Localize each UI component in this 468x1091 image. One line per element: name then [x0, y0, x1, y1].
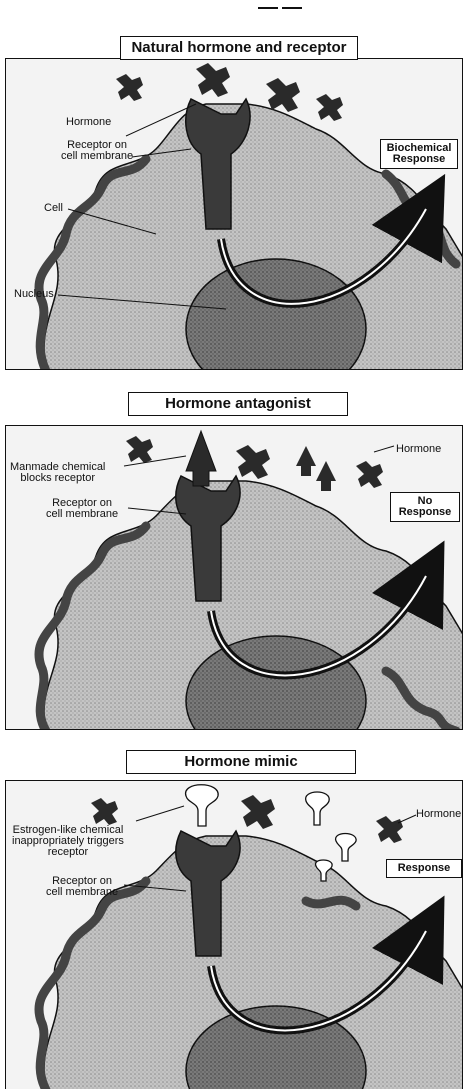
response-box-triggered: Response: [386, 859, 462, 878]
estrogen-chemical-shape: [186, 785, 219, 826]
response-line2: Response: [383, 154, 455, 165]
label-manmade-chemical: Manmade chemical blocks receptor: [10, 462, 105, 484]
label-cell: Cell: [44, 203, 63, 214]
label-hormone-2: Hormone: [396, 444, 441, 455]
label-receptor-3-line2: cell membrane: [46, 887, 118, 898]
panel-1-title: Natural hormone and receptor: [120, 36, 358, 60]
label-hormone: Hormone: [66, 117, 111, 128]
label-manmade-line2: blocks receptor: [10, 473, 105, 484]
label-receptor-2-line2: cell membrane: [46, 509, 118, 520]
top-dash-2: [282, 7, 302, 9]
label-estrogen-line3: receptor: [12, 847, 124, 858]
panel-2-title: Hormone antagonist: [128, 392, 348, 416]
label-estrogen-chemical: Estrogen-like chemical inappropriately t…: [12, 825, 124, 858]
label-receptor: Receptor on cell membrane: [61, 140, 133, 162]
response-box-none: No Response: [390, 492, 460, 522]
label-receptor-line2: cell membrane: [61, 151, 133, 162]
label-nucleus: Nucleus: [14, 289, 54, 300]
blocking-chemical-shape: [186, 431, 216, 486]
response-box-biochemical: Biochemical Response: [380, 139, 458, 169]
panel-3-title: Hormone mimic: [126, 750, 356, 774]
response-3-line1: Response: [389, 863, 459, 874]
hormone-shape: [196, 63, 230, 97]
label-receptor-2: Receptor on cell membrane: [46, 498, 118, 520]
panel-1-illustration: [6, 59, 463, 370]
panel-hormone-antagonist: Manmade chemical blocks receptor Recepto…: [5, 425, 463, 730]
label-receptor-3: Receptor on cell membrane: [46, 876, 118, 898]
panel-natural-hormone: Hormone Receptor on cell membrane Cell N…: [5, 58, 463, 370]
top-dash-1: [258, 7, 278, 9]
response-2-line2: Response: [393, 507, 457, 518]
label-hormone-3: Hormone: [416, 809, 461, 820]
panel-hormone-mimic: Estrogen-like chemical inappropriately t…: [5, 780, 463, 1089]
